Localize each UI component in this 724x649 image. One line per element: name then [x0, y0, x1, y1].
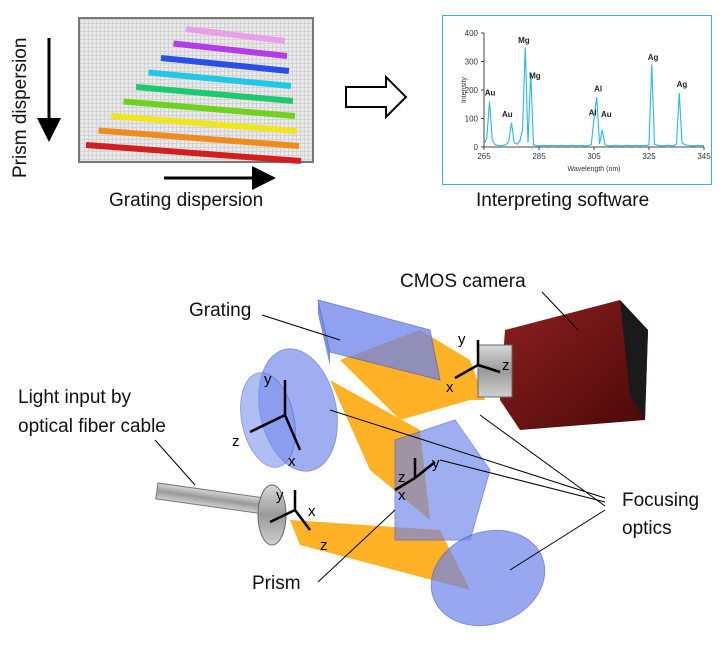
leader-lines — [154, 291, 606, 583]
peak-label: Au — [485, 89, 496, 98]
focusing-lens-bottom — [430, 529, 546, 627]
dispersion-stripe — [135, 84, 294, 104]
flow-arrow-icon — [345, 74, 408, 120]
peak-label: Al — [589, 109, 597, 118]
prism-body — [394, 419, 491, 541]
axis-letter-x: x — [308, 503, 316, 520]
axis-letter-x: x — [446, 379, 454, 396]
peak-label: Ag — [648, 53, 659, 62]
dispersion-stripe — [123, 98, 296, 119]
y-tick-label: 100 — [465, 115, 479, 124]
dispersion-stripe — [110, 113, 298, 134]
peak-label: Au — [502, 110, 513, 119]
y-tick-label: 300 — [465, 58, 479, 67]
axis-letter-z: z — [320, 537, 328, 554]
cmos-camera-body — [500, 300, 648, 430]
axis-letter-x: x — [288, 453, 296, 470]
peak-label: Ag — [677, 80, 688, 89]
dispersion-stripe — [160, 55, 290, 74]
collimating-lens — [240, 372, 296, 468]
cmos-camera-label: CMOS camera — [400, 271, 526, 292]
light-input-label-2: optical fiber cable — [18, 416, 166, 437]
dispersion-stripe — [85, 142, 302, 164]
x-tick-label: 325 — [642, 152, 656, 161]
axes-triads — [249, 340, 501, 531]
focusing-optics-label-2: optics — [622, 518, 672, 539]
fiber-input — [155, 482, 287, 546]
y-tick-label: 200 — [465, 86, 479, 95]
axis-letter-x: x — [398, 487, 406, 504]
dispersion-stripe — [185, 26, 286, 44]
x-tick-label: 285 — [532, 152, 546, 161]
axis-letter-z: z — [502, 357, 510, 374]
grating-label: Grating — [189, 300, 252, 321]
dispersion-stripe — [148, 69, 292, 89]
spectrum-series-line — [483, 47, 705, 147]
axis-letter-y: y — [264, 371, 272, 388]
peak-label: Mg — [529, 72, 541, 81]
peak-label: Al — [594, 84, 602, 93]
axis-letter-y: y — [276, 487, 284, 504]
y-axis-label: Intensity — [461, 76, 468, 103]
x-tick-label: 265 — [477, 152, 491, 161]
interpreting-software-label: Interpreting software — [476, 190, 650, 211]
axis-letter-z: z — [398, 469, 406, 486]
light-input-label-1: Light input by — [18, 387, 132, 408]
spectrum-frame — [442, 15, 712, 185]
axis-letter-z: z — [232, 433, 240, 450]
x-tick-label: 345 — [697, 152, 711, 161]
grating-dispersion-label: Grating dispersion — [109, 190, 264, 211]
y-tick-label: 0 — [474, 143, 479, 152]
x-axis-label: Wavelength (nm) — [567, 166, 620, 173]
x-tick-label: 305 — [587, 152, 601, 161]
cmos-camera-end — [620, 300, 648, 420]
y-tick-label: 400 — [465, 29, 479, 38]
dispersion-stripe — [173, 40, 288, 59]
grating-block-side — [318, 300, 330, 366]
focusing-optics-label-1: Focusing — [622, 490, 700, 511]
axis-letter-y: y — [432, 455, 440, 472]
peak-label: Mg — [518, 36, 530, 45]
prism-label: Prism — [252, 573, 301, 594]
dispersion-stripe — [98, 127, 300, 149]
axis-letter-y: y — [458, 331, 466, 348]
peak-label: Au — [601, 110, 612, 119]
grating-block — [317, 299, 441, 381]
